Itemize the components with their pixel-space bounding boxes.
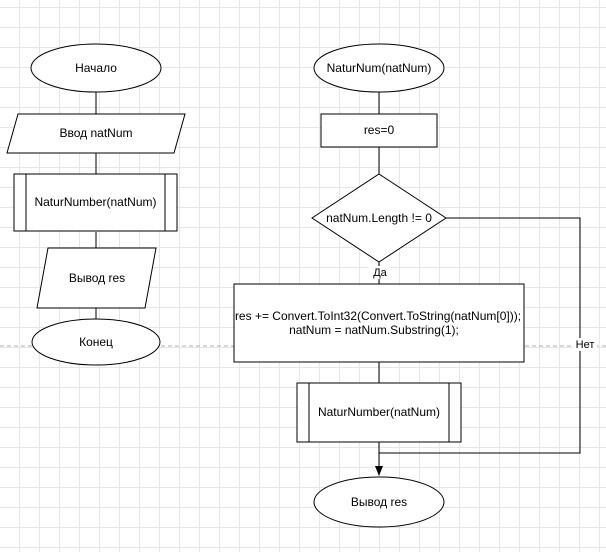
left-output-parallelogram[interactable]: [36, 247, 157, 309]
func-start-label: NaturNum(natNum): [326, 61, 432, 75]
func-start-terminal[interactable]: [313, 43, 445, 93]
func-output-label: Вывод res: [350, 495, 408, 509]
condition-decision[interactable]: [311, 173, 447, 263]
loop-body-process[interactable]: [233, 283, 525, 363]
left-call-label: NaturNumber(natNum): [34, 195, 157, 209]
left-end-terminal[interactable]: [31, 318, 161, 366]
no-branch-label: Нет: [573, 338, 597, 351]
left-output-label: Вывод res: [68, 271, 126, 285]
recursive-call-subprocess[interactable]: [296, 382, 462, 443]
yes-branch-label: Да: [369, 266, 391, 279]
loop-body-line-1: res += Convert.ToInt32(Convert.ToString(…: [234, 309, 522, 323]
left-start-label: Начало: [75, 61, 117, 75]
recursive-call-label: NaturNumber(natNum): [317, 405, 441, 419]
left-input-label: Ввод natNum: [59, 126, 133, 140]
arrowhead-output: [375, 466, 383, 476]
left-start-terminal[interactable]: [30, 43, 162, 93]
condition-label: natNum.Length != 0: [326, 211, 432, 225]
loop-body-label: res += Convert.ToInt32(Convert.ToString(…: [234, 304, 524, 342]
loop-body-line-2: natNum = natNum.Substring(1);: [289, 323, 459, 337]
left-end-label: Конец: [79, 335, 113, 349]
left-call-subprocess[interactable]: [13, 173, 178, 232]
init-label: res=0: [363, 123, 395, 137]
edge-no-branch: [379, 217, 581, 454]
init-process[interactable]: [320, 113, 438, 148]
left-input-parallelogram[interactable]: [6, 113, 186, 154]
func-output-terminal[interactable]: [313, 476, 445, 528]
